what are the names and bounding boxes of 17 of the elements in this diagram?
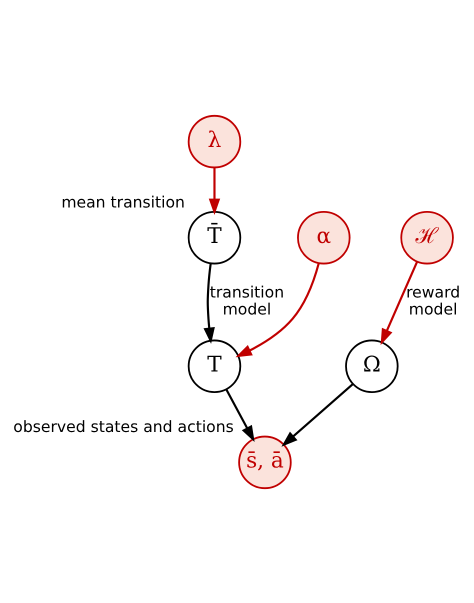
- edge-label: reward model: [406, 283, 460, 318]
- arrow: [236, 262, 320, 357]
- node-circle: Ω: [345, 339, 399, 392]
- arrow: [380, 261, 418, 345]
- arrow: [208, 167, 220, 214]
- arrow: [225, 388, 255, 442]
- node-circle: λ: [188, 114, 242, 168]
- node-label: mean transition: [61, 193, 185, 212]
- node-circle: α: [297, 210, 351, 264]
- node-circle: s̄, ā: [238, 435, 292, 489]
- arrow: [204, 262, 215, 344]
- node-circle: T̄: [188, 210, 242, 264]
- edge-label: transition model: [210, 283, 284, 318]
- node-circle: ℋ: [400, 210, 454, 264]
- arrow: [281, 382, 354, 446]
- node-circle: T: [188, 339, 242, 392]
- node-label: observed states and actions: [13, 418, 234, 436]
